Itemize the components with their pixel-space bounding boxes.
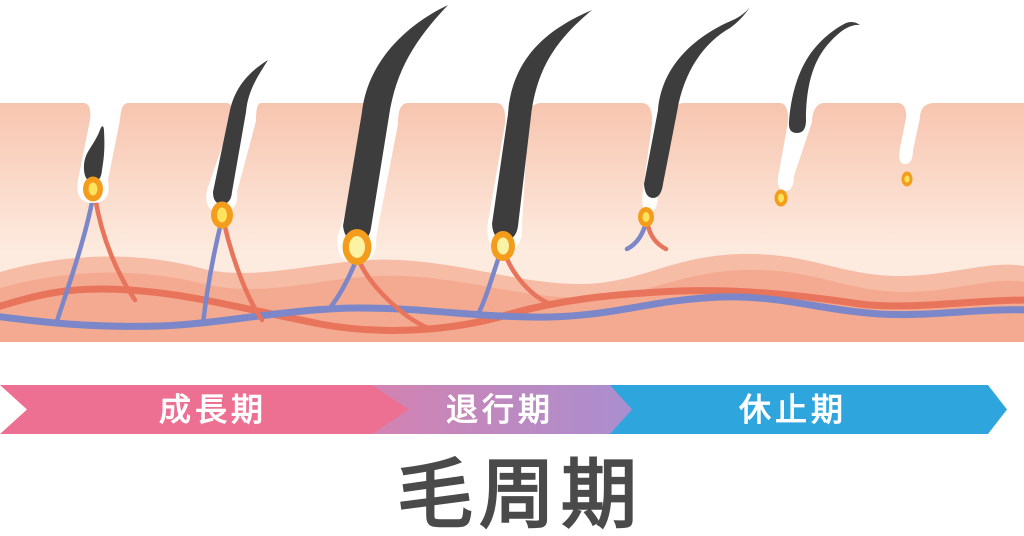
vein-branch [200,220,224,327]
artery-branch [92,194,138,303]
hair-bulb-core [88,182,98,196]
artery-branch [502,251,551,306]
follicle-telogen [774,21,860,207]
follicle-empty-shed [898,103,934,187]
artery-branch [357,260,431,331]
follicle-catagen [624,7,750,252]
hair-bulb-core [217,207,227,223]
follicle-channel [898,103,934,164]
phase-label-anagen-text: 成長期 [159,392,267,428]
hair-shaft [492,10,592,240]
page-title: 毛周期 [397,453,643,536]
artery-branch [645,223,669,252]
vein-branch [624,223,648,252]
phase-label-catagen-text: 退行期 [446,392,554,428]
follicle-anagen-late [475,10,592,317]
hair-bulb-core [904,175,910,183]
follicle-early-anagen [54,103,138,324]
phase-segment-telogen [606,385,1007,434]
phase-label-telogen: 休止期 [738,392,847,428]
hair-shaft [83,126,105,182]
phase-label-catagen: 退行期 [446,392,554,428]
hair-bulb-core [349,236,365,258]
hair-shaft [788,21,860,134]
follicle-anagen-growing [200,60,268,327]
phase-segment-catagen [372,385,632,434]
vein-branch [54,194,96,324]
hair-bulb-core [642,212,650,222]
phase-arrow-banner: 成長期 退行期 休止期 [0,385,1007,434]
hair-bulb-core [497,237,509,255]
page-title-text: 毛周期 [397,453,643,536]
phase-label-telogen-text: 休止期 [738,392,847,428]
hair-shaft [213,60,268,204]
artery-branch [221,220,265,323]
phase-label-anagen: 成長期 [159,392,267,428]
hair-shaft [343,5,448,242]
hair-shaft [644,7,750,198]
dermis-wave [0,269,1024,342]
vein-main [0,293,1024,330]
phase-segment-anagen [0,385,409,434]
vein-branch [327,260,358,311]
hair-bulb-core [778,193,784,203]
follicle-anagen-peak [327,5,448,331]
